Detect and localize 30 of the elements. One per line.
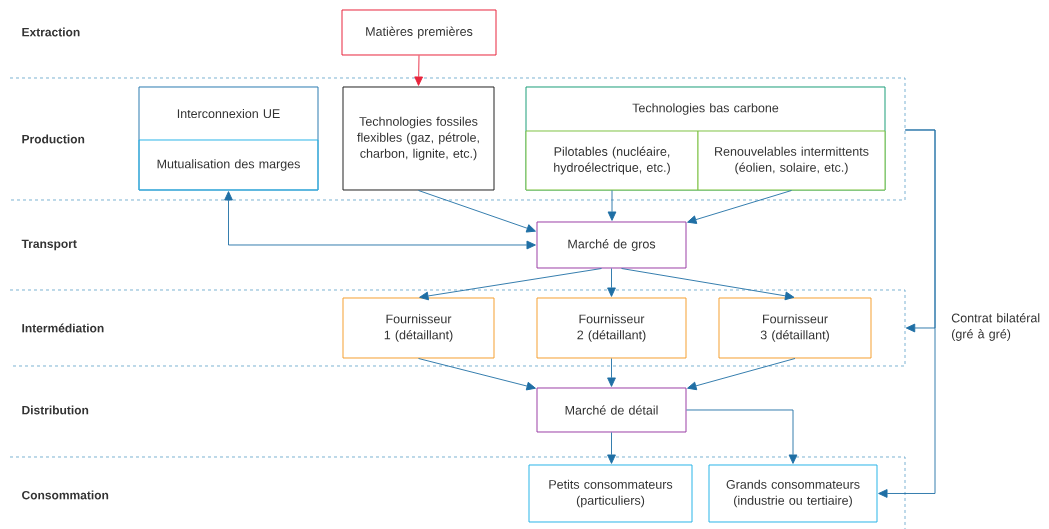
- arrow: [878, 129, 936, 498]
- arrow: [419, 268, 602, 301]
- process-box: Marché de détail: [536, 387, 687, 433]
- process-box: Interconnexion UE Mutualisation des marges: [138, 86, 319, 191]
- arrow: [607, 268, 616, 297]
- arrow: [418, 190, 536, 233]
- row-label: Distribution: [22, 405, 89, 415]
- process-box: Pilotables (nucléaire, hydroélectrique, etc.): [525, 130, 699, 191]
- process-box: Grands consommateurs (industrie ou tertiaire): [708, 464, 878, 523]
- row-label: Extraction: [22, 27, 80, 37]
- arrow: [621, 268, 795, 301]
- process-box: Marché de gros: [536, 221, 687, 269]
- arrow: [607, 358, 616, 387]
- process-box: Fournisseur 1 (détaillant): [342, 297, 495, 359]
- process-box: Fournisseur 2 (détaillant): [536, 297, 687, 359]
- process-box: Renouvelables intermittents (éolien, solaire, etc.): [697, 130, 886, 191]
- arrow: [607, 190, 617, 221]
- arrow: [418, 358, 536, 391]
- process-box: Matières premières: [341, 9, 497, 56]
- row-label: Transport: [21, 239, 77, 251]
- edge-label: Contrat bilatéral (gré à gré): [950, 312, 1048, 342]
- arrow: [687, 190, 792, 224]
- arrow: [607, 432, 616, 464]
- arrow: [687, 358, 796, 391]
- arrow: [686, 409, 798, 464]
- arrow: [224, 191, 536, 250]
- process-box: Technologies fossiles flexibles (gaz, pétrole, charbon, lignite, etc.): [342, 86, 495, 191]
- process-box: Fournisseur 3 (détaillant): [718, 297, 872, 359]
- process-box: Petits consommateurs (particuliers): [528, 464, 693, 523]
- arrow: [414, 55, 424, 86]
